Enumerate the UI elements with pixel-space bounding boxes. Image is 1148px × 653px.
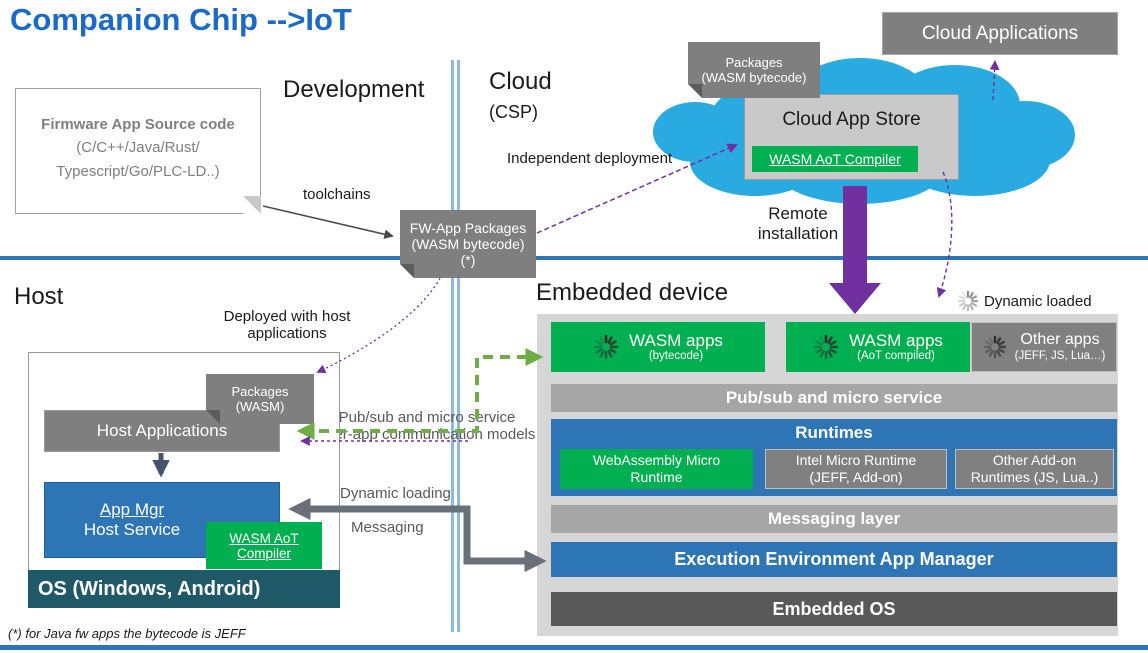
toolchains-arrow [262, 205, 394, 239]
cloud-wasm-aot-compiler-label: WASM AoT Compiler [769, 151, 901, 167]
cloud-app-store-label: Cloud App Store [782, 109, 921, 130]
firmware-line2: (C/C++/Java/Rust/ [76, 139, 200, 157]
pubsub-bar-label: Pub/sub and micro service [725, 388, 943, 407]
fw-packages-line2: (WASM bytecode) [411, 236, 525, 252]
cloud-app-store-box: Cloud App Store WASM AoT Compiler [744, 94, 959, 180]
runtime-0-line2: Runtime [630, 469, 683, 485]
firmware-line3: Typescript/Go/PLC-LD..) [56, 162, 220, 180]
cloud-wasm-aot-compiler-box: WASM AoT Compiler [752, 146, 918, 172]
remote-line2: installation [757, 224, 839, 243]
other-apps-box: Other apps (JEFF, JS, Lua…) [971, 322, 1117, 372]
page-title: Companion Chip -->IoT [10, 2, 352, 37]
loading-spinner-icon [813, 334, 839, 360]
label-remote-installation: Remote installation [748, 204, 848, 244]
intel-micro-runtime-box: Intel Micro Runtime (JEFF, Add-on) [765, 449, 947, 489]
cloud-packages-line2: (WASM bytecode) [701, 70, 807, 85]
firmware-source-box: Firmware App Source code (C/C++/Java/Rus… [15, 88, 261, 214]
loading-spinner-icon [957, 290, 979, 312]
loading-spinner-icon [593, 334, 619, 360]
label-toolchains: toolchains [303, 186, 371, 203]
wasm-apps-bytecode-subtitle: (bytecode) [648, 350, 704, 363]
host-packages-tag: Packages (WASM) [206, 374, 314, 424]
host-packages-line2: (WASM) [235, 399, 285, 414]
fw-packages-line1: FW-App Packages [409, 220, 527, 236]
label-independent-deployment: Independent deployment [507, 150, 673, 167]
wasm-apps-aot-box: WASM apps (AoT compiled) [786, 322, 970, 372]
label-pubsub-models: Pub/sub and micro service inter-app comm… [318, 409, 536, 443]
pubsub-bar: Pub/sub and micro service [551, 384, 1117, 412]
other-addon-runtimes-box: Other Add-on Runtimes (JS, Lua..) [955, 449, 1114, 489]
host-os-bar: OS (Windows, Android) [28, 570, 340, 608]
label-development: Development [283, 76, 425, 103]
firmware-line1: Firmware App Source code [41, 116, 235, 133]
firmware-fold-corner-icon [243, 196, 261, 214]
embedded-os-bar: Embedded OS [551, 592, 1117, 626]
cloud-applications-box: Cloud Applications [882, 12, 1118, 55]
footnote: (*) for Java fw apps the bytecode is JEF… [8, 626, 246, 641]
other-apps-title: Other apps [1020, 331, 1100, 349]
runtime-0-line1: WebAssembly Micro [592, 451, 721, 468]
exec-env-label: Execution Environment App Manager [674, 549, 994, 569]
label-csp: (CSP) [489, 102, 538, 122]
runtime-2-line1: Other Add-on [992, 451, 1077, 468]
store-to-cloud-apps-arrow [989, 60, 1000, 101]
app-mgr-label: App Mgr [99, 500, 165, 519]
fw-app-packages-tag: FW-App Packages (WASM bytecode) (*) [400, 210, 536, 278]
label-messaging: Messaging [351, 519, 424, 536]
pubsub-models-line2: inter-app communication models [318, 426, 536, 443]
fw-packages-line3: (*) [460, 252, 476, 268]
dynamic-loaded-arrow [936, 171, 953, 298]
bottom-border-line [0, 645, 1148, 650]
pubsub-models-line1: Pub/sub and micro service [338, 409, 516, 426]
runtime-2-line2: Runtimes (JS, Lua..) [970, 469, 1099, 485]
deployed-line2: applications [247, 325, 327, 342]
cloud-packages-line1: Packages [725, 55, 783, 70]
runtimes-title: Runtimes [795, 423, 873, 442]
fold-corner-icon [688, 84, 702, 98]
host-packages-line1: Packages [231, 384, 289, 399]
deployed-line1: Deployed with host [223, 308, 351, 325]
label-deployed-with-host: Deployed with host applications [212, 308, 362, 342]
host-applications-label: Host Applications [96, 421, 228, 440]
messaging-layer-bar: Messaging layer [551, 505, 1117, 533]
embedded-os-label: Embedded OS [772, 598, 896, 619]
wasm-apps-aot-title: WASM apps [849, 330, 943, 350]
loading-spinner-icon [983, 335, 1006, 359]
exec-env-app-manager-bar: Execution Environment App Manager [551, 542, 1117, 577]
label-dynamic-loaded: Dynamic loaded [984, 293, 1092, 310]
runtime-1-line2: (JEFF, Add-on) [809, 469, 903, 485]
label-dynamic-loading: Dynamic loading [340, 485, 451, 502]
remote-line1: Remote [768, 204, 828, 223]
wasm-apps-bytecode-title: WASM apps [629, 330, 723, 350]
wasm-apps-bytecode-box: WASM apps (bytecode) [551, 322, 765, 372]
host-compiler-line2: Compiler [236, 545, 291, 561]
host-service-label: Host Service [83, 520, 181, 539]
label-cloud: Cloud [489, 68, 552, 95]
horizontal-divider [0, 256, 1148, 260]
messaging-layer-label: Messaging layer [767, 509, 901, 528]
vertical-divider [451, 60, 460, 632]
label-embedded-device: Embedded device [536, 279, 729, 306]
runtimes-bar: Runtimes WebAssembly Micro Runtime Intel… [551, 419, 1117, 496]
fold-corner-icon [400, 264, 414, 278]
host-wasm-aot-compiler-box: WASM AoT Compiler [206, 522, 322, 569]
wasm-apps-aot-subtitle: (AoT compiled) [857, 350, 935, 363]
host-compiler-line1: WASM AoT [229, 530, 299, 546]
webassembly-micro-runtime-box: WebAssembly Micro Runtime [560, 449, 753, 489]
other-apps-subtitle: (JEFF, JS, Lua…) [1014, 349, 1106, 362]
cloud-packages-tag: Packages (WASM bytecode) [688, 42, 820, 98]
cloud-applications-label: Cloud Applications [921, 22, 1079, 44]
label-host: Host [14, 283, 64, 310]
runtime-1-line1: Intel Micro Runtime [795, 451, 917, 468]
host-os-label: OS (Windows, Android) [38, 577, 261, 600]
